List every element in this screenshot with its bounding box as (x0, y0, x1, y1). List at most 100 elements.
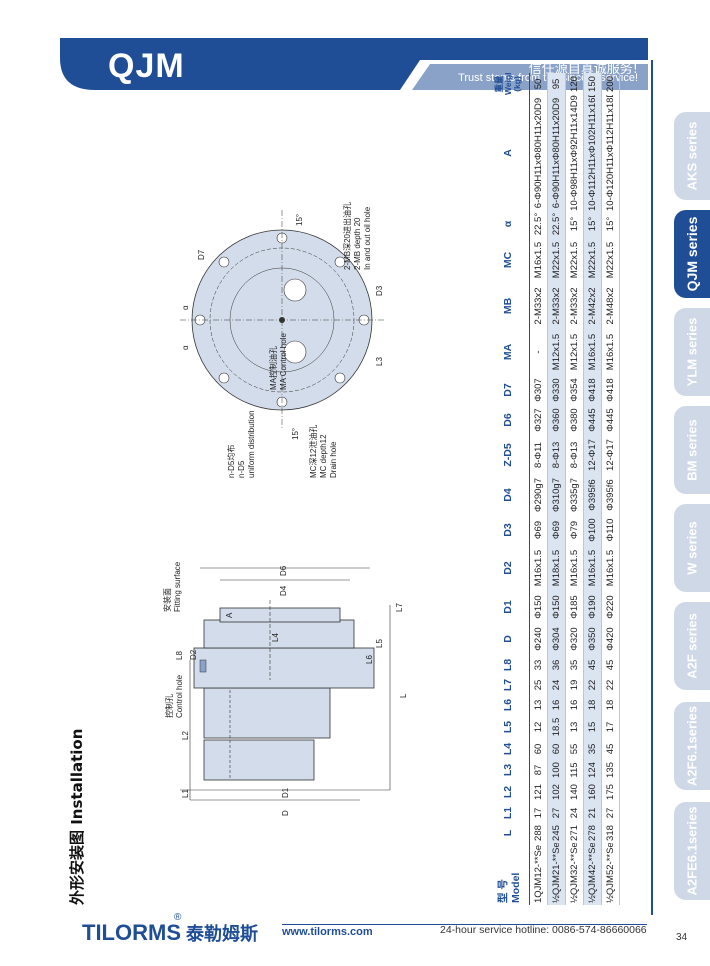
col-header: D1 (487, 591, 530, 623)
tab-qjm-series[interactable]: QJM series (674, 210, 710, 298)
table-cell: 35 (565, 655, 584, 675)
dim-l8: L8 (175, 651, 184, 660)
table-cell: 45 (601, 655, 620, 675)
table-cell: 2-M33x2 (565, 283, 584, 329)
table-cell: 278 (583, 823, 602, 843)
dim-l3: L3 (375, 357, 384, 366)
header-vertical-rule (651, 60, 653, 915)
table-cell: - (529, 329, 548, 375)
table-cell: 60 (529, 739, 548, 759)
table-cell: 2-M33x2 (529, 283, 548, 329)
dim-d4: D4 (279, 585, 288, 596)
table-cell: 17 (601, 715, 620, 739)
dim-d1: D1 (281, 787, 290, 798)
table-cell: 102 (547, 781, 566, 803)
table-cell: 55 (565, 739, 584, 759)
model-cell: ½QJM21-**Se (547, 843, 566, 905)
table-cell: 2-M42x2 (583, 283, 602, 329)
dim-l6: L6 (365, 655, 374, 664)
table-cell: 160 (583, 781, 602, 803)
table-cell: 6-Φ90H11xΦ80H11x20D9 (547, 95, 566, 211)
col-header: MC (487, 237, 530, 283)
table-cell: Φ79 (565, 515, 584, 545)
label-n-d5-cn: n-D5均布 (226, 445, 236, 478)
table-cell: 12 (529, 715, 548, 739)
side-view-drawing: 控制孔 Control hole 安装面 Fitting surface L1 … (162, 561, 408, 816)
table-cell: Φ190 (583, 591, 602, 623)
tab-a2f61-series[interactable]: A2F6.1series (674, 702, 710, 790)
table-cell: M12x1.5 (565, 329, 584, 375)
table-cell: 50 (529, 73, 548, 95)
col-header: L2 (487, 781, 530, 803)
table-cell: 124 (583, 759, 602, 781)
table-cell: 12-Φ17 (601, 435, 620, 475)
table-cell: Φ350 (583, 623, 602, 655)
table-cell: 13 (529, 695, 548, 715)
tab-bm-series[interactable]: BM series (674, 406, 710, 494)
table-cell: M16x1.5 (583, 329, 602, 375)
col-header: D4 (487, 475, 530, 515)
label-n-d5-en2: uniform distribution (247, 410, 256, 478)
tab-aks-series[interactable]: AKS series (674, 112, 710, 200)
col-header: D2 (487, 545, 530, 591)
col-header: MA (487, 329, 530, 375)
registered-mark: ® (174, 912, 182, 923)
table-cell: 2-M33x2 (547, 283, 566, 329)
brand-chinese: 泰勒姆斯 (186, 924, 258, 945)
table-cell: 8-Φ11 (529, 435, 548, 475)
dim-l7: L7 (395, 603, 404, 612)
table-cell: M22x1.5 (547, 237, 566, 283)
website-link[interactable]: www.tilorms.com (282, 926, 373, 938)
table-cell: Φ310g7 (547, 475, 566, 515)
table-cell: M22x1.5 (565, 237, 584, 283)
table-cell: Φ69 (529, 515, 548, 545)
dim-l1: L1 (181, 789, 190, 798)
table-cell: 10-Φ120H11xΦ112H11x18D9 (601, 95, 620, 211)
front-view-drawing: n-D5均布 n-D5 uniform distribution MC深12泄油… (180, 202, 384, 478)
table-cell: M16x1.5 (583, 545, 602, 591)
table-cell: 2-M48x2 (601, 283, 620, 329)
service-hotline: 24-hour service hotline: 0086-574-866600… (440, 924, 647, 936)
table-cell: 6-Φ90H11xΦ80H11x20D9 (529, 95, 548, 211)
table-cell: Φ335g7 (565, 475, 584, 515)
col-header: A (487, 95, 530, 211)
table-cell: 16 (565, 695, 584, 715)
table-cell: 150 (583, 73, 602, 95)
dim-d2: D2 (189, 649, 198, 660)
table-cell: Φ327 (529, 405, 548, 435)
page-title: QJM (108, 47, 185, 85)
tab-a2fe61-series[interactable]: A2FE6.1series (674, 802, 710, 900)
label-ctrl-hole-en: Control hole (175, 674, 184, 718)
table-cell: 15° (565, 211, 584, 237)
col-header: D (487, 623, 530, 655)
tab-w-series[interactable]: W series (674, 504, 710, 592)
table-cell: 45 (583, 655, 602, 675)
col-header: D7 (487, 375, 530, 405)
tab-ylm-series[interactable]: YLM series (674, 308, 710, 396)
table-cell: Φ330 (547, 375, 566, 405)
label-ma-cn: MA控制油孔 (268, 346, 278, 390)
table-cell: 8-Φ13 (565, 435, 584, 475)
dim-d6: D6 (279, 565, 288, 576)
table-cell: 18 (601, 695, 620, 715)
table-cell: 8-Φ13 (547, 435, 566, 475)
col-header: L6 (487, 695, 530, 715)
table-cell: 17 (529, 803, 548, 823)
tab-a2f-series[interactable]: A2F series (674, 602, 710, 690)
model-cell: 1QJM12-**Se (529, 843, 548, 905)
table-cell: 10-Φ98H11xΦ92H11x14D9 (565, 95, 584, 211)
table-cell: 13 (565, 715, 584, 739)
table-cell: 22.5° (529, 211, 548, 237)
table-cell: Φ100 (583, 515, 602, 545)
model-cell: ½QJM52-**Se (601, 843, 620, 905)
footer-rule (282, 924, 647, 925)
label-mc-cn: MC深12泄油孔 (308, 425, 318, 478)
table-cell: 12-Φ17 (583, 435, 602, 475)
table-cell: Φ395f6 (583, 475, 602, 515)
dim-l4: L4 (271, 633, 280, 642)
table-cell: 33 (529, 655, 548, 675)
